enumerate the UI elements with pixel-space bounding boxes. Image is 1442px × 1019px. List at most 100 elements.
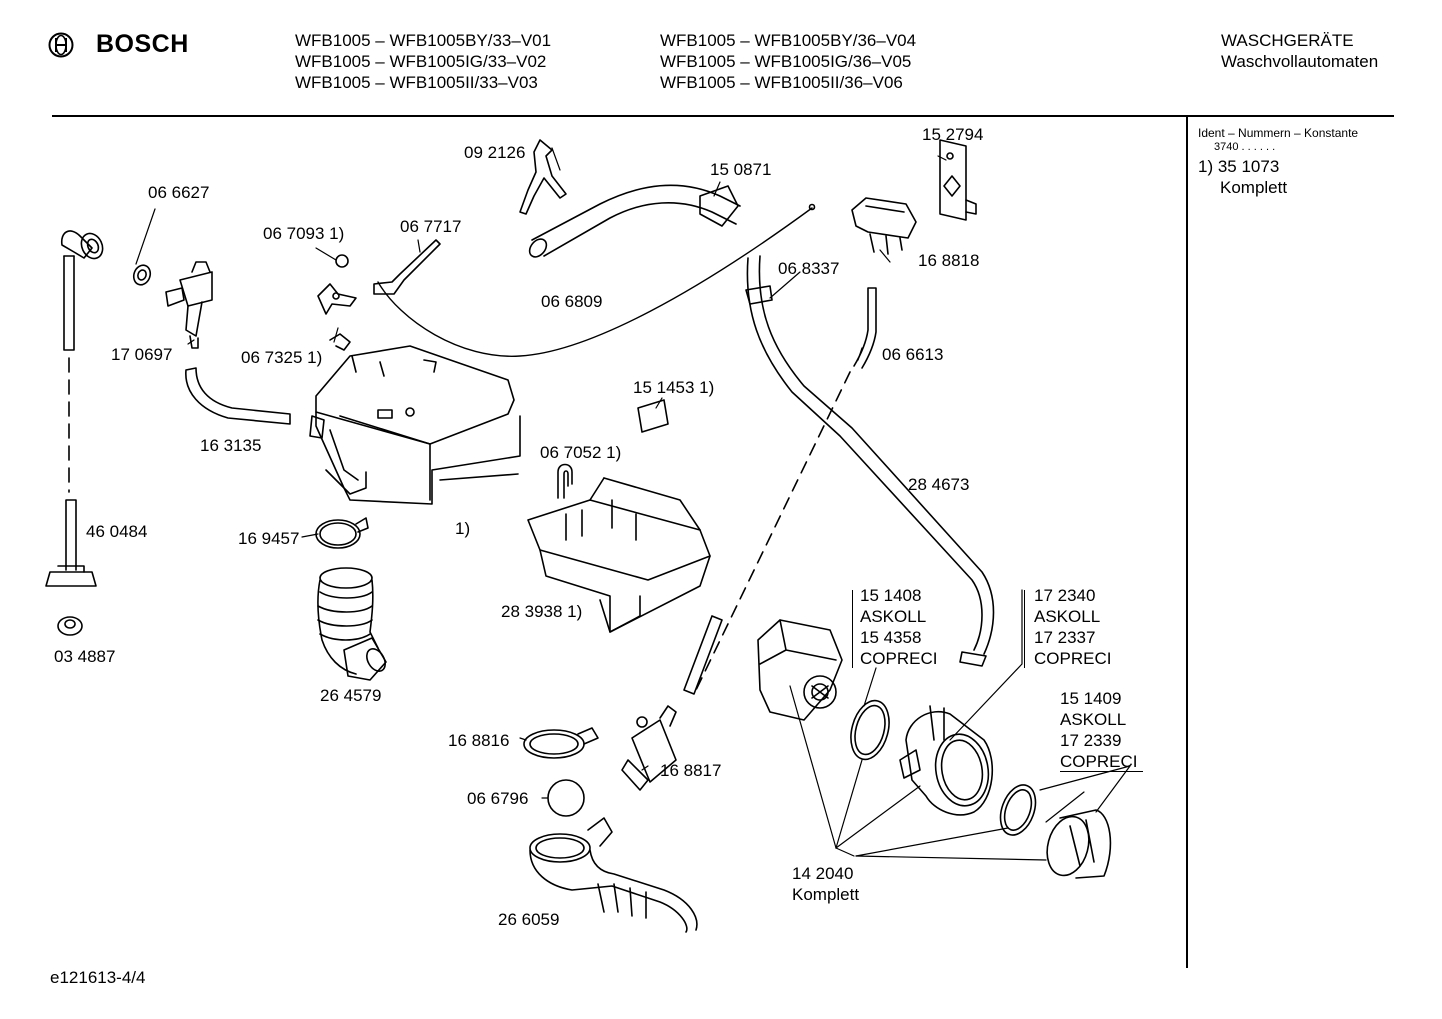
part-label: 06 7093 1) <box>263 224 345 243</box>
mounting-plate-part <box>939 139 977 221</box>
cable-part <box>377 207 813 357</box>
bellows-hose-part <box>317 567 387 681</box>
hose-connector-part <box>45 499 97 587</box>
part-label: 26 6059 <box>498 910 560 929</box>
drain-pump-part <box>757 619 843 721</box>
pressure-hose-part <box>745 255 995 667</box>
sump-hose-part <box>529 817 698 933</box>
part-number: 15 1408 <box>860 586 922 605</box>
footnote-number: 1) 35 1073 <box>1198 157 1280 176</box>
part-label: 28 4673 <box>908 475 970 494</box>
part-label: 46 0484 <box>86 522 148 541</box>
side-panel-divider <box>1186 116 1188 968</box>
part-label: 06 7717 <box>400 217 462 236</box>
inlet-hose-part <box>60 230 104 493</box>
part-label: 17 0697 <box>111 345 173 364</box>
part-label: 06 8337 <box>778 259 840 278</box>
part-label: 06 6627 <box>148 183 210 202</box>
ident-constant: 3740 . . . . . . <box>1214 141 1276 153</box>
brand-logo: BOSCH <box>48 30 189 59</box>
header-divider <box>52 115 1394 117</box>
level-sensor-part <box>621 705 677 791</box>
model-line: WFB1005 – WFB1005IG/36–V05 <box>660 52 912 71</box>
label-bracket <box>852 590 853 668</box>
part-label: 06 6796 <box>467 789 529 808</box>
part-number: 17 2339 <box>1060 731 1122 750</box>
part-label-kit: 14 2040 Komplett <box>792 863 859 905</box>
manufacturer: COPRECI <box>1034 649 1112 668</box>
model-list-left: WFB1005 – WFB1005BY/33–V01 WFB1005 – WFB… <box>295 30 551 93</box>
part-label: 26 4579 <box>320 686 382 705</box>
category-subtitle: Waschvollautomaten <box>1221 52 1379 71</box>
hose-clamp-part <box>315 517 369 549</box>
pressure-switch-part <box>851 197 917 255</box>
category-title: WASCHGERÄTE <box>1221 31 1354 50</box>
part-number: 17 2340 <box>1034 586 1096 605</box>
category-block: WASCHGERÄTE Waschvollautomaten <box>1221 30 1378 72</box>
brand-name: BOSCH <box>96 30 189 58</box>
manufacturer: ASKOLL <box>1060 710 1127 729</box>
filter-insert-part <box>1046 809 1112 879</box>
part-label: 16 8817 <box>660 761 722 780</box>
part-label: 16 8818 <box>918 251 980 270</box>
dispenser-housing-part <box>309 345 521 505</box>
pump-seal-ring-part <box>850 699 890 761</box>
footnote-name: Komplett <box>1220 178 1288 197</box>
part-label: 06 7052 1) <box>540 443 622 462</box>
pump-housing-part <box>899 705 994 816</box>
inlet-valve-part <box>165 261 213 349</box>
part-note: Komplett <box>792 885 860 904</box>
u-clip-part <box>557 463 573 499</box>
leader-lines <box>135 147 1131 861</box>
footnote-block: 1) 35 1073 Komplett <box>1198 156 1428 198</box>
part-label: 16 9457 <box>238 529 300 548</box>
seal-pad-part <box>637 399 669 433</box>
pipe-clamp-part <box>523 727 599 759</box>
lever-bracket-part <box>373 239 441 295</box>
housing-seal-ring-part <box>999 784 1037 836</box>
ident-label: Ident – Nummern – Konstante <box>1198 126 1359 140</box>
model-line: WFB1005 – WFB1005BY/36–V04 <box>660 31 917 50</box>
ball-valve-part <box>547 779 585 817</box>
manufacturer-underlined: COPRECI <box>1060 752 1144 772</box>
part-label: 16 8816 <box>448 731 510 750</box>
part-number: 15 4358 <box>860 628 922 647</box>
part-label: 15 2794 <box>922 125 984 144</box>
part-label: 06 6809 <box>541 292 603 311</box>
part-number: 14 2040 <box>792 864 854 883</box>
part-label: 15 1453 1) <box>633 378 715 397</box>
vent-tube-part <box>683 615 723 695</box>
small-hose-part <box>695 287 877 691</box>
part-label: 16 3135 <box>200 436 262 455</box>
part-label: 15 0871 <box>710 160 772 179</box>
pump-variant-label-a: 15 1408 ASKOLL 15 4358 COPRECI <box>860 585 937 669</box>
manufacturer: COPRECI <box>860 649 938 668</box>
part-label: 09 2126 <box>464 143 526 162</box>
part-label: 06 6613 <box>882 345 944 364</box>
part-label: 06 7325 1) <box>241 348 323 367</box>
label-bracket <box>1024 590 1025 668</box>
manufacturer: ASKOLL <box>1034 607 1101 626</box>
pump-variant-label-b: 17 2340 ASKOLL 17 2337 COPRECI <box>1034 585 1111 669</box>
model-line: WFB1005 – WFB1005II/36–V06 <box>660 73 903 92</box>
manufacturer: COPRECI <box>1060 751 1144 772</box>
hose-bracket-part <box>519 139 567 215</box>
upper-hose-part <box>528 184 741 258</box>
document-id: e121613-4/4 <box>50 968 146 987</box>
bosch-armature-icon <box>48 32 74 57</box>
model-line: WFB1005 – WFB1005BY/33–V01 <box>295 31 552 50</box>
detergent-hose-part <box>185 367 291 425</box>
detergent-drawer-part <box>527 477 711 633</box>
model-list-right: WFB1005 – WFB1005BY/36–V04 WFB1005 – WFB… <box>660 30 916 93</box>
small-lever-part <box>317 254 357 351</box>
small-ring-part <box>132 264 152 286</box>
washer-seal-part <box>57 616 83 636</box>
manufacturer: ASKOLL <box>860 607 927 626</box>
side-panel: Ident – Nummern – Konstante 3740 . . . .… <box>1198 126 1428 198</box>
part-number: 15 1409 <box>1060 689 1122 708</box>
cable-end <box>808 203 816 211</box>
model-line: WFB1005 – WFB1005IG/33–V02 <box>295 52 547 71</box>
model-line: WFB1005 – WFB1005II/33–V03 <box>295 73 538 92</box>
